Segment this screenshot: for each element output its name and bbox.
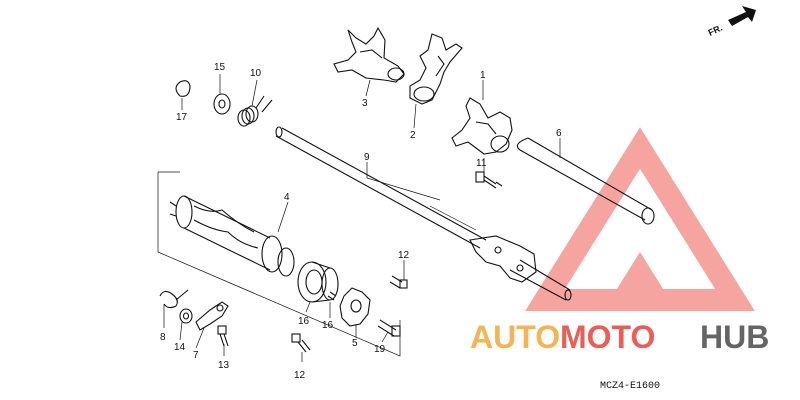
- arrow-icon: [728, 6, 756, 26]
- drum-center-plate-5: [339, 287, 371, 327]
- watermark-logo: [525, 127, 755, 311]
- front-label: FR.: [707, 23, 724, 38]
- callout-12-upper: 12: [398, 250, 410, 261]
- shift-drum-assembly-4: [157, 171, 401, 357]
- snap-ring-17: [175, 80, 191, 97]
- shift-fork-1: [451, 97, 513, 155]
- leader-lines: [163, 74, 561, 362]
- callout-3: 3: [362, 98, 368, 109]
- callout-5: 5: [352, 338, 358, 349]
- callout-6: 6: [556, 128, 562, 139]
- shift-fork-2: [409, 33, 463, 105]
- washer-15: [213, 93, 231, 115]
- gearshift-spindle-9: [275, 126, 572, 301]
- bolt-11: [475, 171, 503, 189]
- callout-9: 9: [364, 152, 370, 163]
- dowel-pin-16: [327, 291, 337, 301]
- callout-16-pin: 16: [322, 320, 334, 331]
- callout-labels: 1 2 3 4 5 6 7 8 9 10 11 12 12 13 14 15 1…: [160, 62, 562, 381]
- callout-16-bearing: 16: [298, 316, 310, 327]
- callout-1: 1: [480, 70, 486, 81]
- callout-12-lower: 12: [294, 370, 306, 381]
- callout-13: 13: [218, 360, 230, 371]
- return-spring-8: [159, 289, 189, 309]
- watermark-part-moto: MOTO: [560, 319, 655, 355]
- callout-4: 4: [284, 192, 290, 203]
- watermark-part-hub: HUB: [700, 319, 769, 355]
- diagram-code: MCZ4-E1600: [600, 381, 660, 392]
- bolt-19: [377, 319, 401, 337]
- callout-8: 8: [160, 332, 166, 343]
- bearing-16: [297, 261, 339, 303]
- washer-14: [179, 308, 193, 324]
- callout-14: 14: [174, 342, 186, 353]
- callout-15: 15: [214, 62, 226, 73]
- shift-fork-3: [333, 26, 405, 83]
- watermark-text: AUTO MOTO HUB: [470, 319, 769, 355]
- callout-19: 19: [374, 344, 386, 355]
- callout-11: 11: [476, 158, 487, 169]
- fork-shaft-6: [516, 137, 655, 225]
- front-direction-indicator: FR.: [707, 6, 756, 38]
- watermark-part-auto: AUTO: [470, 319, 560, 355]
- callout-2: 2: [410, 130, 416, 141]
- spring-10: [237, 95, 273, 127]
- callout-17: 17: [176, 112, 188, 123]
- bolt-12-upper: [389, 275, 408, 289]
- callout-7: 7: [193, 350, 199, 361]
- bolt-12-lower: [291, 333, 311, 353]
- stopper-arm-7: [195, 301, 229, 331]
- shift-drum-4: [169, 195, 295, 277]
- callout-10: 10: [250, 68, 262, 79]
- bolt-13: [217, 325, 229, 347]
